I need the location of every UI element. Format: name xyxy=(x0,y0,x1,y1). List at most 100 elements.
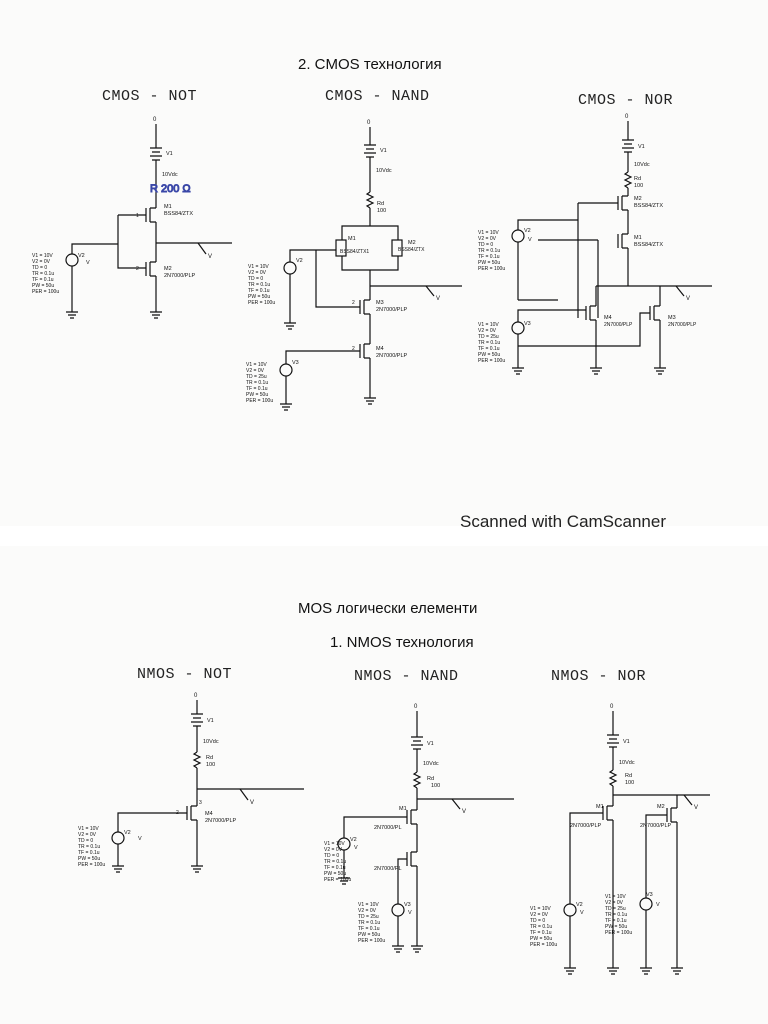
param-v2: V2 = 0V xyxy=(324,847,343,853)
pulse-params-nmos-nand-v2: V1 = 10V V2 = 0V TD = 0 TR = 0.1u TF = 0… xyxy=(324,841,351,883)
param-per: PER = 100u xyxy=(478,266,505,272)
param-td: TD = 25u xyxy=(246,374,267,380)
param-tf: TF = 0.1u xyxy=(478,346,500,352)
param-v1: V1 = 10V xyxy=(324,841,345,847)
transistor-label: M2 xyxy=(164,266,172,272)
param-td: TD = 0 xyxy=(324,853,339,859)
resistor-icon xyxy=(623,171,633,189)
probe-label: V xyxy=(656,902,660,908)
param-v1: V1 = 10V xyxy=(478,322,499,328)
transistor-model: 2N7000/PLP xyxy=(205,818,237,824)
param-tf: TF = 0.1u xyxy=(530,930,552,936)
probe-label: V xyxy=(528,237,532,243)
wire xyxy=(341,208,399,240)
transistor-model: BSS84/ZTX xyxy=(634,242,663,248)
ground-icon xyxy=(66,311,78,319)
param-v1: V1 = 10V xyxy=(246,362,267,368)
wire xyxy=(538,202,618,318)
param-pw: PW = 50u xyxy=(32,283,54,289)
pmos-transistor-icon xyxy=(617,195,629,234)
node-label: 0 xyxy=(414,704,418,710)
transistor-label: M2 xyxy=(634,196,642,202)
pulse-source-icon xyxy=(65,253,79,267)
transistor-model: BSS84/ZTX xyxy=(398,247,425,253)
nmos-transistor-icon xyxy=(666,807,678,968)
param-tf: TF = 0.1u xyxy=(78,850,100,856)
nmos-transistor-icon xyxy=(649,305,661,368)
nmos-transistor-icon xyxy=(585,305,597,368)
source-label: V3 xyxy=(292,360,299,366)
wire xyxy=(569,812,603,968)
probe-label: V xyxy=(694,805,698,811)
source-label: V1 xyxy=(380,148,387,154)
ground-icon xyxy=(590,367,602,375)
ground-icon xyxy=(150,311,162,319)
resistor-value: 100 xyxy=(634,183,643,189)
transistor-label: M4 xyxy=(376,346,384,352)
ground-icon xyxy=(640,967,652,975)
probe-label: V xyxy=(408,910,412,916)
param-per: PER = 100u xyxy=(530,942,557,948)
probe-label: V xyxy=(436,296,440,302)
transistor-model: 2N7000/PL xyxy=(374,825,402,831)
transistor-model: BSS84/ZTX1 xyxy=(340,249,369,255)
param-tf: TF = 0.1u xyxy=(248,288,270,294)
resistor-icon xyxy=(412,771,422,789)
ground-icon xyxy=(671,967,683,975)
section-heading-mos: MOS логически елементи xyxy=(298,600,478,617)
pulse-source-icon xyxy=(563,903,577,917)
nmos-transistor-icon xyxy=(406,851,418,946)
wire xyxy=(117,214,146,269)
schematic-nmos-not: 0 V1 10Vdc Rd 100 V M4 2N7000/PLP 2 3 V2… xyxy=(78,693,304,873)
probe-label: V xyxy=(580,910,584,916)
resistor-label: Rd xyxy=(206,755,213,761)
pmos-transistor-icon xyxy=(391,239,403,257)
transistor-label: M1 xyxy=(348,236,356,242)
pin-label: 1 xyxy=(136,213,139,219)
source-label: V3 xyxy=(524,321,531,327)
pulse-params-nmos-not: V1 = 10V V2 = 0V TD = 0 TR = 0.1u TF = 0… xyxy=(78,826,105,868)
param-v2: V2 = 0V xyxy=(248,270,267,276)
resistor-value: 100 xyxy=(625,780,634,786)
param-tr: TR = 0.1u xyxy=(478,248,500,254)
param-tf: TF = 0.1u xyxy=(246,386,268,392)
param-v1: V1 = 10V xyxy=(358,902,379,908)
page-gap xyxy=(0,526,768,546)
param-v1: V1 = 10V xyxy=(605,894,626,900)
resistor-icon xyxy=(365,191,375,209)
source-value: 10Vdc xyxy=(376,168,392,174)
pulse-source-icon xyxy=(337,837,351,851)
source-label: V3 xyxy=(404,902,411,908)
ground-icon xyxy=(607,967,619,975)
param-pw: PW = 50u xyxy=(605,924,627,930)
ground-icon xyxy=(654,367,666,375)
param-pw: PW = 50u xyxy=(478,352,500,358)
pulse-source-icon xyxy=(391,903,405,917)
param-tr: TR = 0.1u xyxy=(32,271,54,277)
nmos-transistor-icon xyxy=(359,343,371,398)
probe-icon xyxy=(197,242,207,255)
battery-icon xyxy=(622,139,634,153)
source-label: V2 xyxy=(576,902,583,908)
ground-icon xyxy=(112,865,124,873)
ground-icon xyxy=(191,865,203,873)
transistor-label: M1 xyxy=(596,804,604,810)
node-label: 0 xyxy=(367,120,371,126)
resistor-value: 100 xyxy=(431,783,440,789)
node-label: 0 xyxy=(194,693,198,699)
nmos-transistor-icon xyxy=(406,809,418,852)
param-v1: V1 = 10V xyxy=(78,826,99,832)
pulse-source-icon xyxy=(279,363,293,377)
nmos-transistor-icon xyxy=(145,261,157,312)
transistor-model: 2N7000/PLP xyxy=(640,823,672,829)
param-td: TD = 0 xyxy=(530,918,545,924)
resistor-value: 100 xyxy=(377,208,386,214)
title-nmos-not: NMOS - NOT xyxy=(137,666,233,683)
source-label: V2 xyxy=(124,830,131,836)
param-tr: TR = 0.1u xyxy=(324,859,346,865)
param-td: TD = 25u xyxy=(605,906,626,912)
pulse-params-nand-v3: V1 = 10V V2 = 0V TD = 25u TR = 0.1u TF =… xyxy=(246,362,273,404)
param-v2: V2 = 0V xyxy=(78,832,97,838)
param-pw: PW = 50u xyxy=(324,871,346,877)
param-v2: V2 = 0V xyxy=(358,908,377,914)
